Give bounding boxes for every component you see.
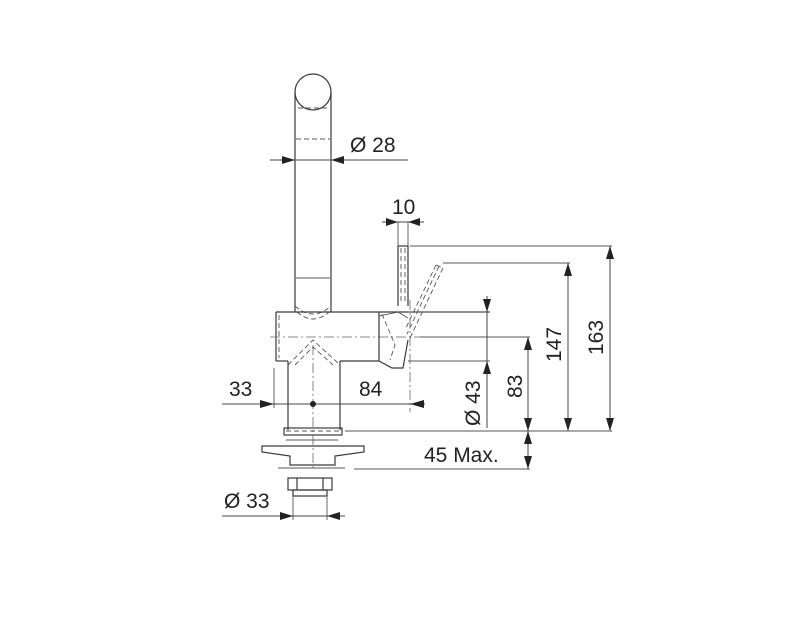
label-max-thickness: 45 Max. <box>424 444 499 467</box>
label-lever-width: 10 <box>392 196 415 219</box>
label-spout-reach: 84 <box>359 378 383 401</box>
dim-horizontal-offsets: 33 84 <box>222 368 425 408</box>
label-spout-diameter: Ø 28 <box>350 134 396 157</box>
label-overall-height: 163 <box>585 320 608 355</box>
dim-mount-diameter: Ø 33 <box>222 490 345 520</box>
dim-lever-width: 10 <box>382 196 424 246</box>
label-left-offset: 33 <box>229 378 252 401</box>
label-body-height: 83 <box>504 375 527 398</box>
label-body-diameter: Ø 43 <box>462 380 485 426</box>
spout <box>294 73 332 320</box>
label-lever-height: 147 <box>543 327 566 362</box>
label-mount-diameter: Ø 33 <box>224 490 270 513</box>
dim-vertical: Ø 43 83 147 163 45 Max. <box>345 245 614 470</box>
lever <box>378 245 444 412</box>
mounting-hardware <box>261 427 365 497</box>
dim-spout-diameter: Ø 28 <box>270 134 408 164</box>
